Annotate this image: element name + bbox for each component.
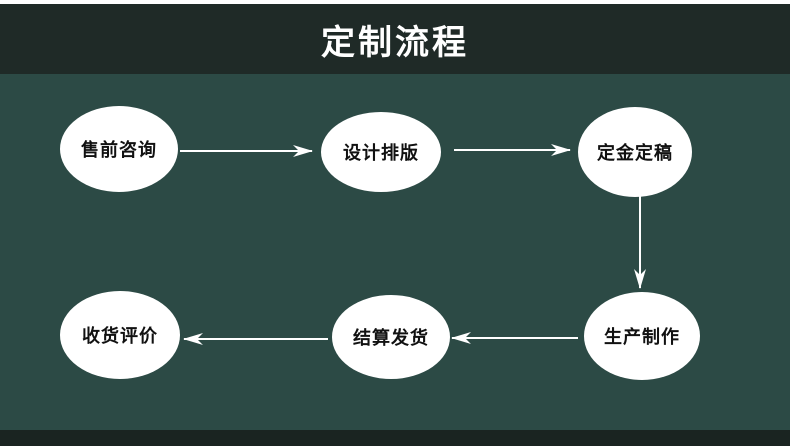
- header-bar: 定制流程: [0, 4, 790, 74]
- step-label: 定金定稿: [597, 143, 673, 164]
- step-deposit-finalize: 定金定稿: [578, 107, 692, 197]
- step-production: 生产制作: [584, 292, 700, 380]
- step-settlement-shipping: 结算发货: [332, 295, 450, 379]
- step-label: 结算发货: [353, 328, 429, 349]
- step-design-layout: 设计排版: [321, 112, 441, 192]
- top-strip: [0, 0, 790, 4]
- step-label: 收货评价: [82, 326, 158, 347]
- page-title: 定制流程: [321, 22, 469, 63]
- step-label: 设计排版: [343, 143, 419, 164]
- step-presales-consultation: 售前咨询: [60, 106, 178, 192]
- step-label: 生产制作: [604, 327, 680, 348]
- step-label: 售前咨询: [81, 140, 157, 161]
- bottom-bar: [0, 430, 790, 446]
- step-receipt-review: 收货评价: [60, 291, 180, 379]
